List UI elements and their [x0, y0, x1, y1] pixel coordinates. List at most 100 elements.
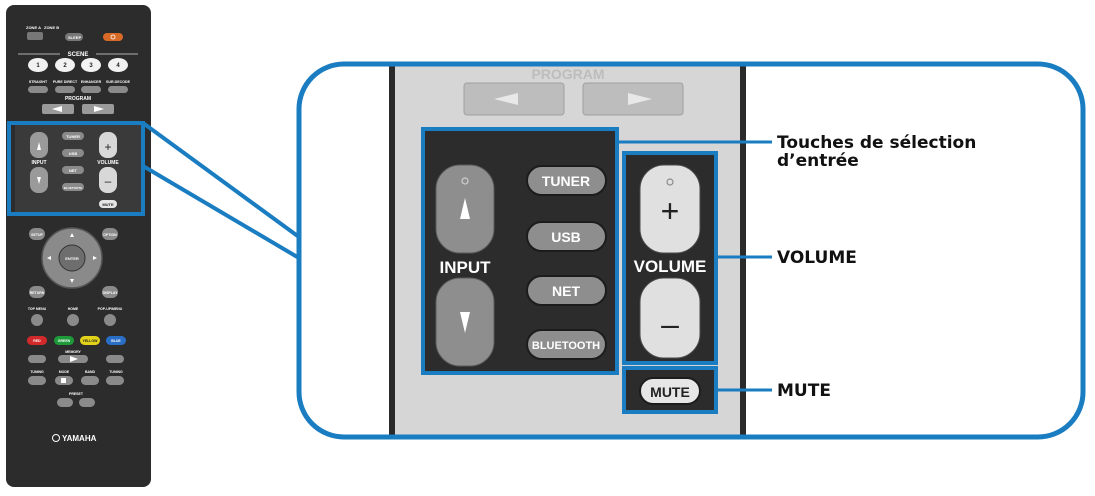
remote-volume-label: VOLUME [97, 160, 119, 166]
input-callout-label-line2: d’entrée [777, 151, 859, 171]
band-label: BAND [85, 370, 96, 374]
remote-bluetooth-button[interactable] [62, 183, 84, 191]
yellow-label: YELLOW [83, 339, 99, 343]
zoom-input-indicator-icon [461, 177, 469, 185]
zoom-remote-edge-right [740, 64, 746, 437]
pause-button[interactable] [81, 376, 99, 385]
sur-decode-button[interactable] [108, 86, 128, 93]
input-up-icon [37, 142, 41, 150]
volume-callout-label: VOLUME [777, 248, 857, 268]
remote-tuner-button[interactable] [62, 132, 84, 140]
remote-mute-label: MUTE [102, 202, 114, 207]
zoom-connector-line-top [141, 121, 301, 239]
remote-bluetooth-label: BLUETOOTH [64, 186, 83, 190]
scene-3-label: 3 [89, 63, 93, 69]
remote-minus-icon: – [105, 174, 112, 188]
red-label: RED [33, 339, 41, 343]
zoom-mute-button[interactable] [639, 377, 701, 405]
zoom-tuner-button[interactable] [526, 165, 607, 196]
pure-direct-button[interactable] [55, 86, 75, 93]
yamaha-logo-icon [52, 434, 60, 442]
zone-b-label: ZONE B [44, 25, 59, 30]
prev-button[interactable] [28, 355, 46, 363]
preset-label: PRESET [69, 392, 84, 396]
rewind-button[interactable] [28, 376, 46, 385]
blue-button[interactable] [106, 336, 126, 345]
zoom-volume-down-button[interactable] [639, 277, 701, 359]
enter-button[interactable] [58, 244, 86, 272]
enter-label: ENTER [65, 256, 79, 261]
display-label: DISPLAY [103, 291, 119, 295]
cursor-right-icon [93, 256, 97, 260]
remote-mute-button[interactable] [99, 200, 117, 208]
program-label: PROGRAM [65, 96, 91, 102]
zoom-volume-label: VOLUME [634, 257, 707, 276]
scene-button-1[interactable] [28, 58, 48, 72]
zoom-program-right-icon [628, 93, 652, 105]
zoom-program-label: PROGRAM [531, 66, 604, 82]
return-label: RETURN [30, 291, 45, 295]
zoom-program-left-icon [494, 93, 518, 105]
remote-usb-button[interactable] [62, 149, 84, 157]
home-button[interactable] [67, 314, 79, 326]
zoom-mute-label: MUTE [650, 384, 690, 400]
zoom-bluetooth-label: BLUETOOTH [532, 340, 600, 352]
power-button[interactable] [103, 33, 123, 41]
top-menu-button[interactable] [31, 314, 43, 326]
zoom-remote-edge-left [389, 64, 395, 437]
memory-label: MEMORY [65, 350, 81, 354]
power-icon [110, 34, 116, 40]
zone-switch[interactable] [27, 32, 43, 40]
remote-net-button[interactable] [62, 166, 84, 174]
sleep-label: SLEEP [68, 35, 81, 40]
option-button[interactable] [102, 228, 118, 240]
remote-net-label: NET [69, 168, 78, 173]
mode-label: MODE [59, 370, 70, 374]
next-button[interactable] [106, 355, 124, 363]
yellow-button[interactable] [80, 336, 100, 345]
setup-button[interactable] [29, 228, 45, 240]
scene-button-3[interactable] [81, 58, 101, 72]
zoom-usb-button[interactable] [526, 221, 607, 252]
zoom-minus-icon: – [661, 306, 679, 342]
enhancer-label: ENHANCER [81, 80, 102, 84]
remote-input-label: INPUT [32, 160, 47, 166]
display-button[interactable] [102, 286, 118, 298]
enhancer-button[interactable] [81, 86, 101, 93]
scene-button-2[interactable] [55, 58, 75, 72]
scene-2-label: 2 [63, 63, 67, 69]
return-button[interactable] [29, 286, 45, 298]
green-label: GREEN [58, 339, 71, 343]
green-button[interactable] [54, 336, 74, 345]
preset-right-button[interactable] [79, 398, 95, 407]
cursor-left-icon [47, 256, 51, 260]
zoom-connector-line-bottom [141, 164, 301, 260]
zoom-tuner-label: TUNER [542, 173, 590, 189]
remote-plus-icon: + [104, 140, 111, 154]
sur-decode-label: SUR.DECODE [106, 80, 131, 84]
program-right-arrow-icon [94, 106, 104, 112]
tuning-right-label: TUNING [109, 370, 123, 374]
zoom-net-button[interactable] [526, 275, 607, 306]
zoom-net-label: NET [552, 283, 580, 299]
red-button[interactable] [27, 336, 47, 345]
scene-button-4[interactable] [108, 58, 128, 72]
zoom-volume-up-button[interactable] [639, 164, 701, 254]
input-down-icon [37, 177, 41, 184]
straight-button[interactable] [28, 86, 48, 93]
zoom-bluetooth-button[interactable] [526, 329, 607, 360]
popup-menu-button[interactable] [104, 314, 116, 326]
yamaha-brand: YAMAHA [62, 434, 97, 443]
scene-1-label: 1 [36, 63, 40, 69]
zoom-volume-indicator-icon [666, 178, 674, 186]
sleep-button[interactable] [65, 33, 83, 41]
remote-volume-up-button[interactable] [99, 132, 117, 158]
fast-forward-button[interactable] [106, 376, 124, 385]
remote-volume-down-button[interactable] [99, 167, 117, 193]
scene-label: SCENE [68, 52, 89, 58]
preset-left-button[interactable] [57, 398, 73, 407]
scene-4-label: 4 [116, 63, 120, 69]
remote-tuner-label: TUNER [66, 134, 80, 139]
scene-buttons: 1 2 3 4 [28, 58, 128, 72]
zoom-input-up-icon [460, 198, 470, 219]
